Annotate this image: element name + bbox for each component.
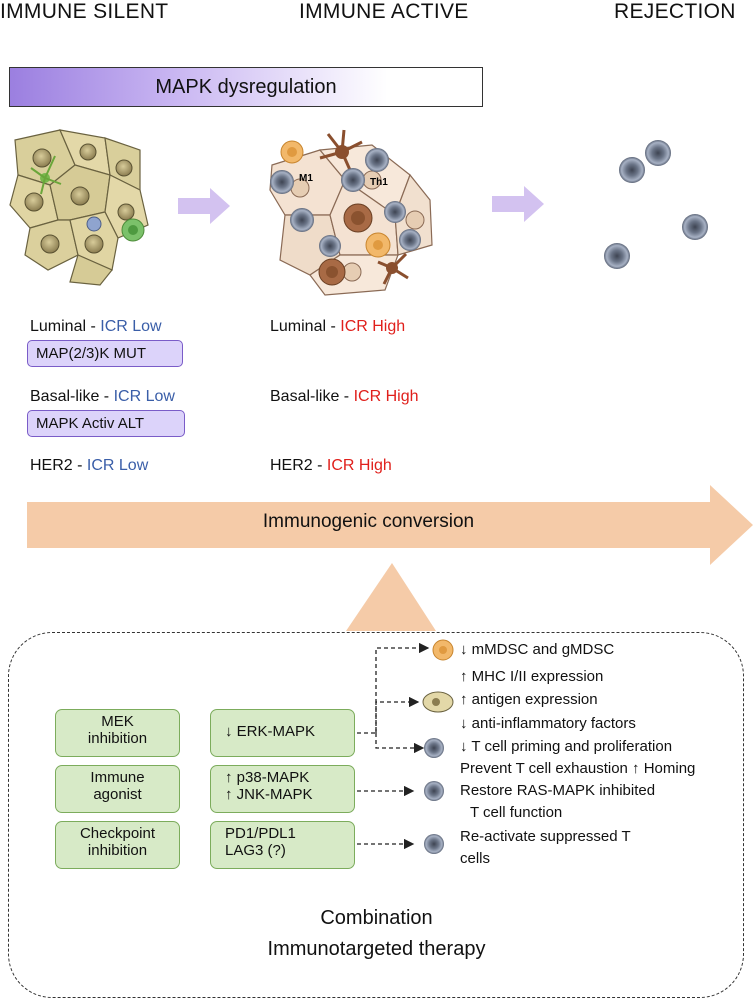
effect-t-cell-priming: ↓ T cell priming and proliferation — [460, 738, 673, 755]
subtype-label: HER2 - — [270, 457, 327, 474]
treatment-name-line: Immune — [90, 769, 145, 786]
m1-label: M1 — [299, 173, 313, 184]
stage-immune-active: IMMUNE ACTIVE — [299, 0, 469, 23]
immunotargeted-therapy-title: Immunotargeted therapy — [267, 938, 486, 960]
stage-rejection: REJECTION — [614, 0, 736, 23]
treatment-name-line: agonist — [93, 786, 142, 803]
treatment-name-line: MEK — [101, 713, 134, 730]
effect-restore-ras-mapk: Restore RAS-MAPK inhibited — [460, 782, 656, 799]
active-row-basal: Basal-like - ICR High — [270, 388, 418, 406]
pd1-lag3-box: PD1/PDL1 LAG3 (?) — [210, 821, 355, 869]
t-cell-icon — [424, 738, 444, 758]
icr-low-label: ICR Low — [100, 318, 162, 335]
stage-immune-silent: IMMUNE SILENT — [0, 0, 169, 23]
progression-arrow-2 — [492, 186, 544, 222]
t-cell-icon — [424, 781, 444, 801]
target-line: LAG3 (?) — [225, 842, 286, 859]
checkpoint-inhibition-box: Checkpoint inhibition — [55, 821, 180, 869]
effect-connectors — [357, 639, 454, 854]
effect-mdsc: ↓ mMDSC and gMDSC — [460, 641, 615, 658]
target-line: ↓ ERK-MAPK — [225, 723, 316, 740]
subtype-label: HER2 - — [30, 457, 87, 474]
target-line: ↑ JNK-MAPK — [225, 786, 313, 803]
icr-high-label: ICR High — [340, 318, 406, 335]
conversion-graphics — [27, 485, 753, 631]
mapk-activ-alt-box: MAPK Activ ALT — [27, 410, 185, 437]
th1-label: Th1 — [370, 177, 388, 188]
silent-row-luminal: Luminal - ICR Low — [30, 318, 162, 336]
subtype-label: Basal-like - — [270, 388, 354, 405]
cell-illustrations: M1 Th1 — [9, 129, 708, 296]
effect-antigen: ↑ antigen expression — [460, 691, 598, 708]
treatment-name-line: inhibition — [87, 842, 148, 859]
subtype-label: Luminal - — [30, 318, 101, 335]
effect-reactivate: Re-activate suppressed T — [460, 828, 631, 845]
tumor-cell-icon — [422, 691, 454, 713]
effect-cells: cells — [460, 850, 491, 867]
silent-row-her2: HER2 - ICR Low — [30, 457, 148, 475]
icr-high-label: ICR High — [353, 388, 419, 405]
erk-mapk-box: ↓ ERK-MAPK — [210, 709, 355, 757]
t-cell-icon — [424, 834, 444, 854]
mapk-dysregulation-label: MAPK dysregulation — [155, 76, 337, 98]
mdsc-icon — [432, 639, 454, 661]
target-line: ↑ p38-MAPK — [225, 769, 310, 786]
subtype-label: Basal-like - — [30, 388, 114, 405]
immunogenic-conversion-label: Immunogenic conversion — [262, 511, 475, 532]
active-row-luminal: Luminal - ICR High — [270, 318, 405, 336]
immune-active-tumor-icon: M1 Th1 — [269, 129, 433, 296]
immune-agonist-box: Immune agonist — [55, 765, 180, 813]
icr-high-label: ICR High — [326, 457, 392, 474]
effect-mhc: ↑ MHC I/II expression — [460, 668, 604, 685]
icr-low-label: ICR Low — [113, 388, 175, 405]
immunogenic-conversion-arrow — [27, 485, 753, 565]
mek-inhibition-box: MEK inhibition — [55, 709, 180, 757]
immune-silent-tumor-icon — [9, 129, 149, 286]
silent-row-basal: Basal-like - ICR Low — [30, 388, 175, 406]
progression-arrow-1 — [178, 188, 230, 224]
treatment-name-line: inhibition — [87, 730, 148, 747]
mapk-dysregulation-bar: MAPK dysregulation — [9, 67, 483, 107]
treatment-name-line: Checkpoint — [79, 825, 156, 842]
map23k-mut-box: MAP(2/3)K MUT — [27, 340, 183, 367]
icr-low-label: ICR Low — [86, 457, 149, 474]
target-line: PD1/PDL1 — [225, 825, 296, 842]
combination-triangle — [346, 563, 436, 631]
effect-t-cell-function: T cell function — [470, 804, 563, 821]
combination-therapy-panel — [8, 632, 744, 998]
effect-exhaustion-homing: Prevent T cell exhaustion ↑ Homing — [460, 760, 696, 777]
subtype-label: Luminal - — [270, 318, 341, 335]
active-row-her2: HER2 - ICR High — [270, 457, 392, 475]
rejection-t-cells-icon — [604, 140, 708, 269]
effect-anti-inflammatory: ↓ anti-inflammatory factors — [460, 715, 636, 732]
p38-jnk-mapk-box: ↑ p38-MAPK ↑ JNK-MAPK — [210, 765, 355, 813]
combination-title: Combination — [320, 907, 433, 929]
